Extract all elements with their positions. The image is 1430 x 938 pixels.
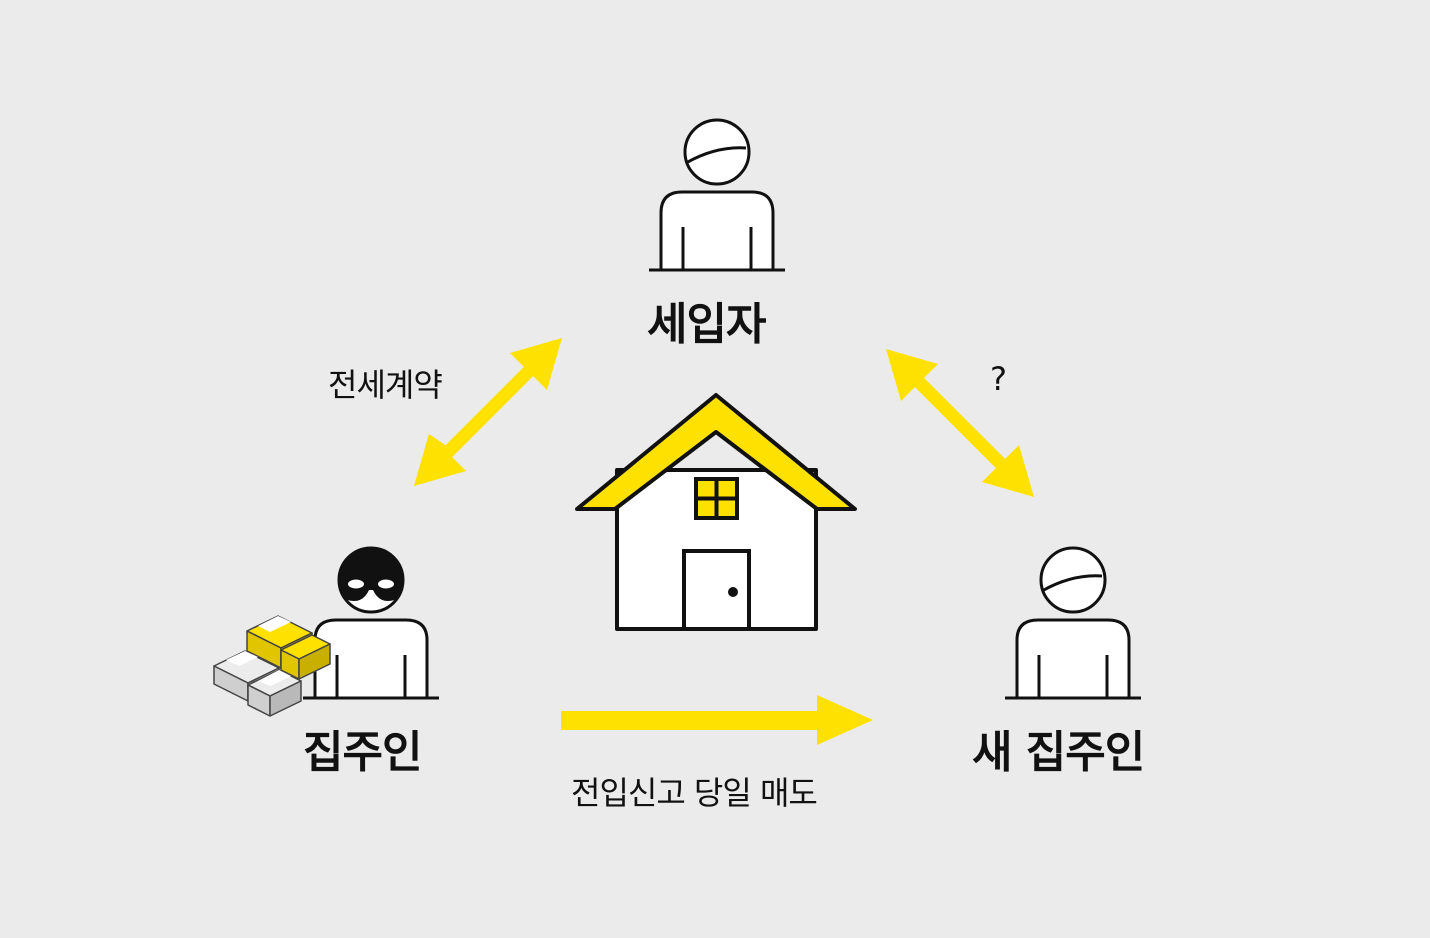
- house-icon: [575, 393, 857, 631]
- contract-edge-label: 전세계약: [328, 366, 443, 404]
- arrow-tenant-new-landlord: [886, 349, 1034, 497]
- new-landlord-label: 새 집주인: [972, 727, 1145, 778]
- sale-edge-label: 전입신고 당일 매도: [571, 774, 818, 812]
- money-stack-icon: [213, 615, 331, 717]
- new-landlord-person-icon: [1005, 546, 1141, 700]
- tenant-label: 세입자: [647, 299, 766, 350]
- tenant-person-icon: [649, 118, 785, 272]
- arrow-tenant-landlord: [414, 338, 562, 486]
- landlord-person-icon: [303, 546, 439, 700]
- landlord-label: 집주인: [303, 727, 422, 778]
- arrow-landlord-new-landlord: [561, 695, 873, 745]
- question-edge-label: ?: [990, 360, 1007, 398]
